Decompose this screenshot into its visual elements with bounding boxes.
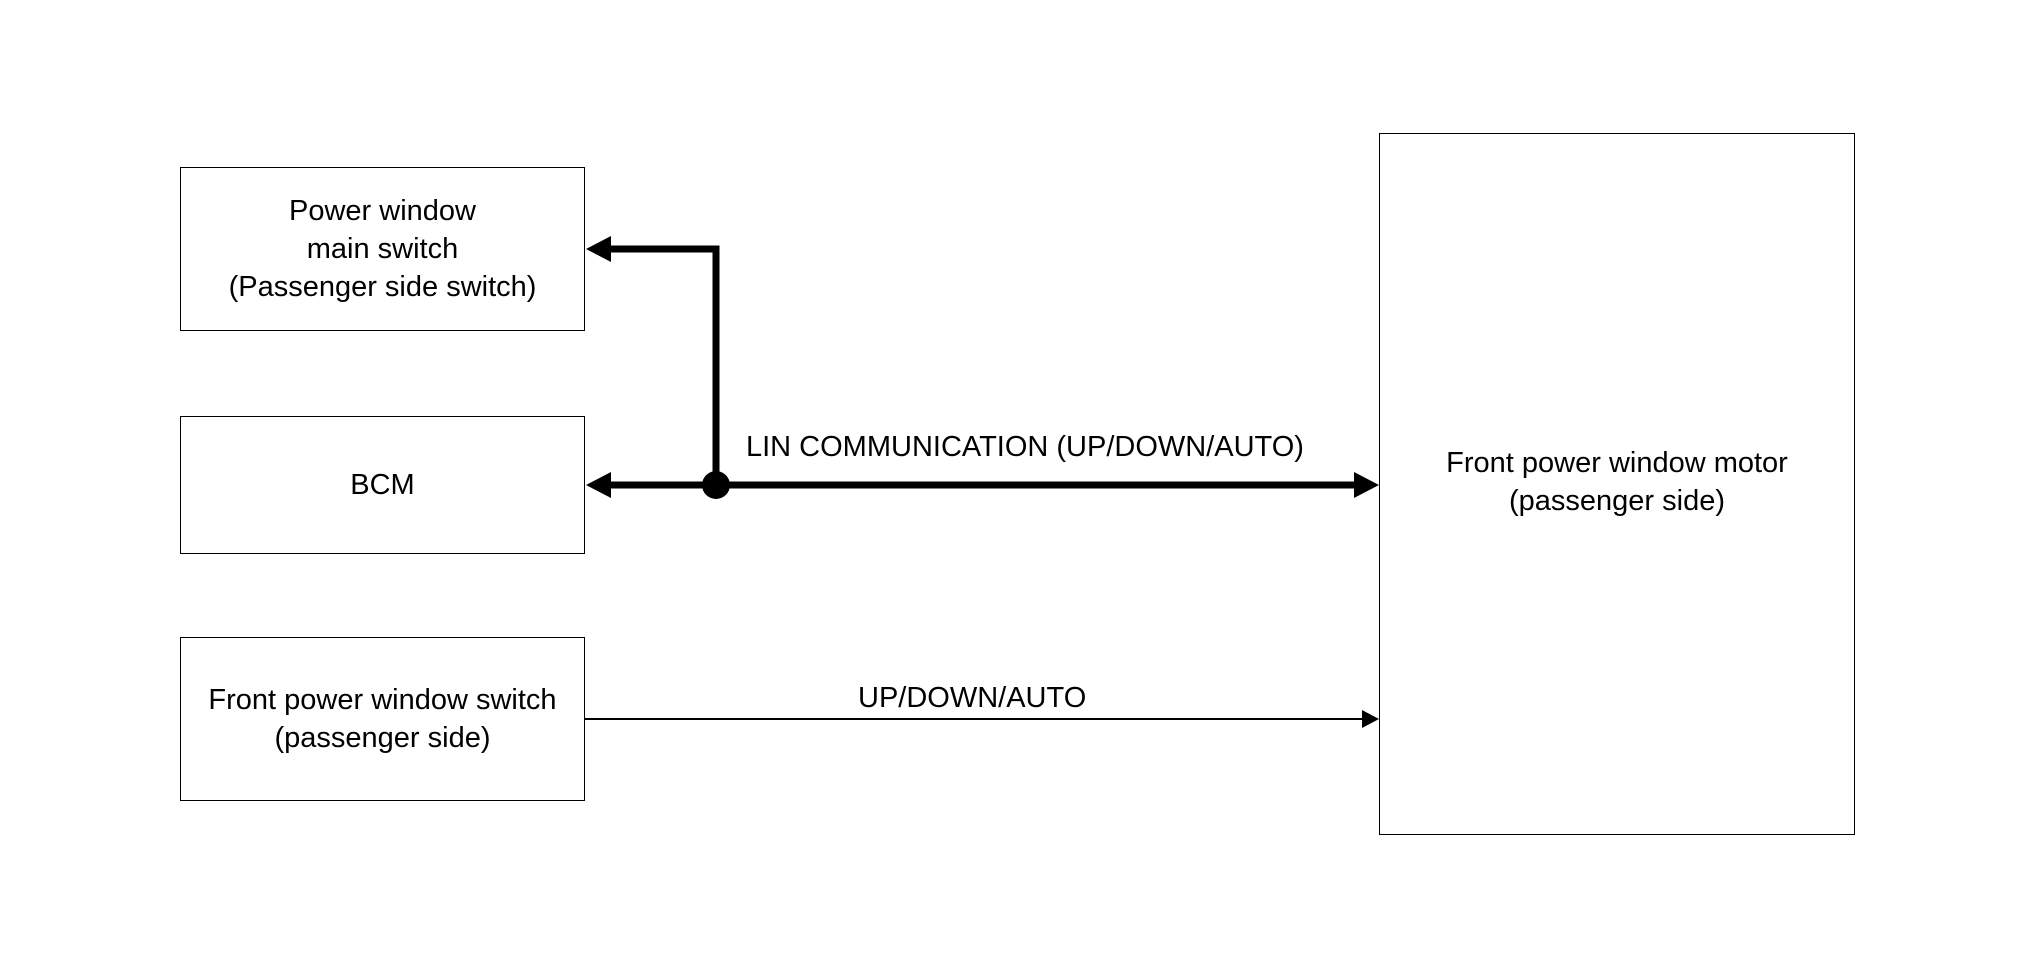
bcm-label: BCM bbox=[350, 469, 415, 501]
motor-label: Front power window motor (passenger side… bbox=[1446, 447, 1788, 517]
main-switch-label: Power window main switch (Passenger side… bbox=[228, 195, 537, 303]
arrowhead-to-bcm bbox=[586, 472, 611, 498]
power-window-main-switch-block: Power window main switch (Passenger side… bbox=[180, 167, 585, 331]
arrowhead-to-main-switch bbox=[586, 236, 611, 262]
arrowhead-to-motor bbox=[1354, 472, 1379, 498]
lin-branch-line bbox=[600, 245, 720, 485]
junction-dot bbox=[702, 471, 730, 499]
front-power-window-switch-block: Front power window switch (passenger sid… bbox=[180, 637, 585, 801]
bcm-block: BCM bbox=[180, 416, 585, 554]
front-power-window-motor-block: Front power window motor (passenger side… bbox=[1379, 133, 1855, 835]
updown-auto-label: UP/DOWN/AUTO bbox=[858, 682, 1087, 714]
front-switch-label: Front power window switch (passenger sid… bbox=[208, 684, 557, 754]
arrowhead-signal-to-motor bbox=[1362, 710, 1379, 728]
lin-communication-label: LIN COMMUNICATION (UP/DOWN/AUTO) bbox=[746, 431, 1304, 463]
